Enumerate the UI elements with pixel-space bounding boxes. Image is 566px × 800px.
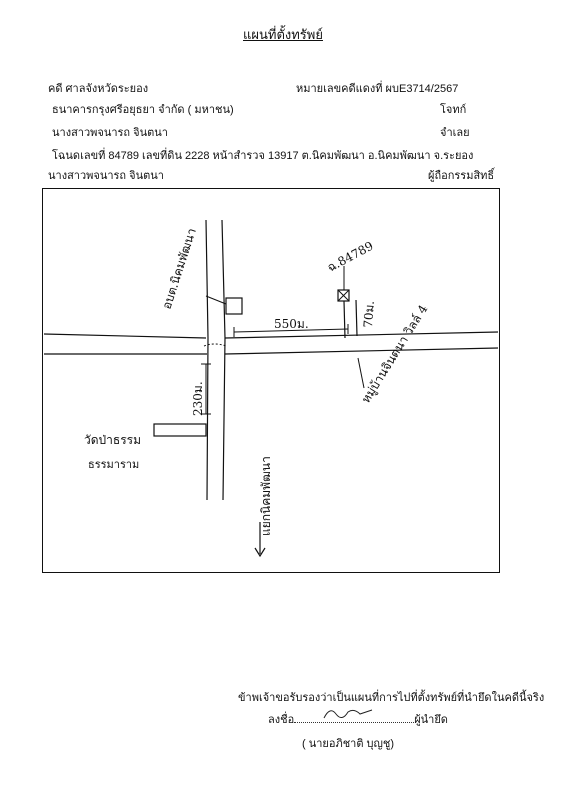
- owner-role: ผู้ถือกรรมสิทธิ์: [428, 170, 495, 182]
- temple-sublabel: ธรรมาราม: [88, 458, 139, 471]
- property-plot-cross-b: [337, 289, 350, 302]
- defendant-name: นางสาวพจนารถ จินตนา: [52, 127, 168, 139]
- map-border: [42, 188, 500, 573]
- temple-label: วัดป่าธรรม: [84, 433, 141, 447]
- sign-role: ผู้นำยึด: [414, 714, 448, 726]
- obt-building: [225, 297, 243, 315]
- handwritten-signature: [323, 709, 373, 719]
- soi-right-edge: [355, 299, 358, 337]
- court-name: คดี ศาลจังหวัดระยอง: [48, 83, 149, 95]
- sign-prefix: ลงชื่อ: [268, 714, 295, 726]
- cross-road-east-top: [224, 331, 499, 339]
- cross-road-west-top: [43, 333, 207, 339]
- signer-name: ( นายอภิชาติ บุญชู): [302, 738, 395, 750]
- location-map-sketch: อบต.นิคมพัฒนา ฉ.84789 550ม. 70ม. หมู่บ้า…: [42, 188, 500, 573]
- main-road-right-edge: [221, 219, 226, 501]
- page-title: แผนที่ตั้งทรัพย์: [243, 27, 323, 42]
- owner-name: นางสาวพจนารถ จินตนา: [48, 170, 164, 182]
- defendant-role: จำเลย: [440, 127, 470, 139]
- certification-text: ข้าพเจ้าขอรับรองว่าเป็นแผนที่การไปที่ตั้…: [238, 692, 545, 704]
- intersection-mark: [203, 343, 227, 347]
- deed-line: โฉนดเลขที่ 84789 เลขที่ดิน 2228 หน้าสำรว…: [52, 150, 474, 162]
- cross-road-east-bottom: [224, 347, 499, 355]
- signature-line: ลงชื่อ ผู้นำยึด: [268, 710, 448, 728]
- obt-label: อบต.นิคมพัฒนา: [160, 226, 199, 310]
- soi-left-edge: [343, 300, 346, 339]
- plaintiff-name: ธนาคารกรุงศรีอยุธยา จำกัด ( มหาชน): [52, 104, 234, 116]
- dim-550-label: 550ม.: [274, 317, 309, 331]
- case-number: หมายเลขคดีแดงที่ ผบE3714/2567: [296, 83, 459, 95]
- obt-pointer: [205, 295, 227, 305]
- direction-arrow-head: [254, 547, 266, 558]
- dim-70-label: 70ม.: [361, 300, 377, 328]
- village-pointer: [357, 357, 365, 389]
- plaintiff-role: โจทก์: [440, 104, 467, 116]
- main-road-left-edge: [205, 219, 209, 501]
- dim-550-line: [233, 328, 349, 333]
- dim-230-label: 230ม.: [191, 381, 205, 416]
- direction-label: แยกนิคมพัฒนา: [259, 456, 273, 536]
- signature-dots: [294, 712, 415, 723]
- deed-label: ฉ.84789: [325, 239, 376, 275]
- temple-building: [153, 423, 207, 437]
